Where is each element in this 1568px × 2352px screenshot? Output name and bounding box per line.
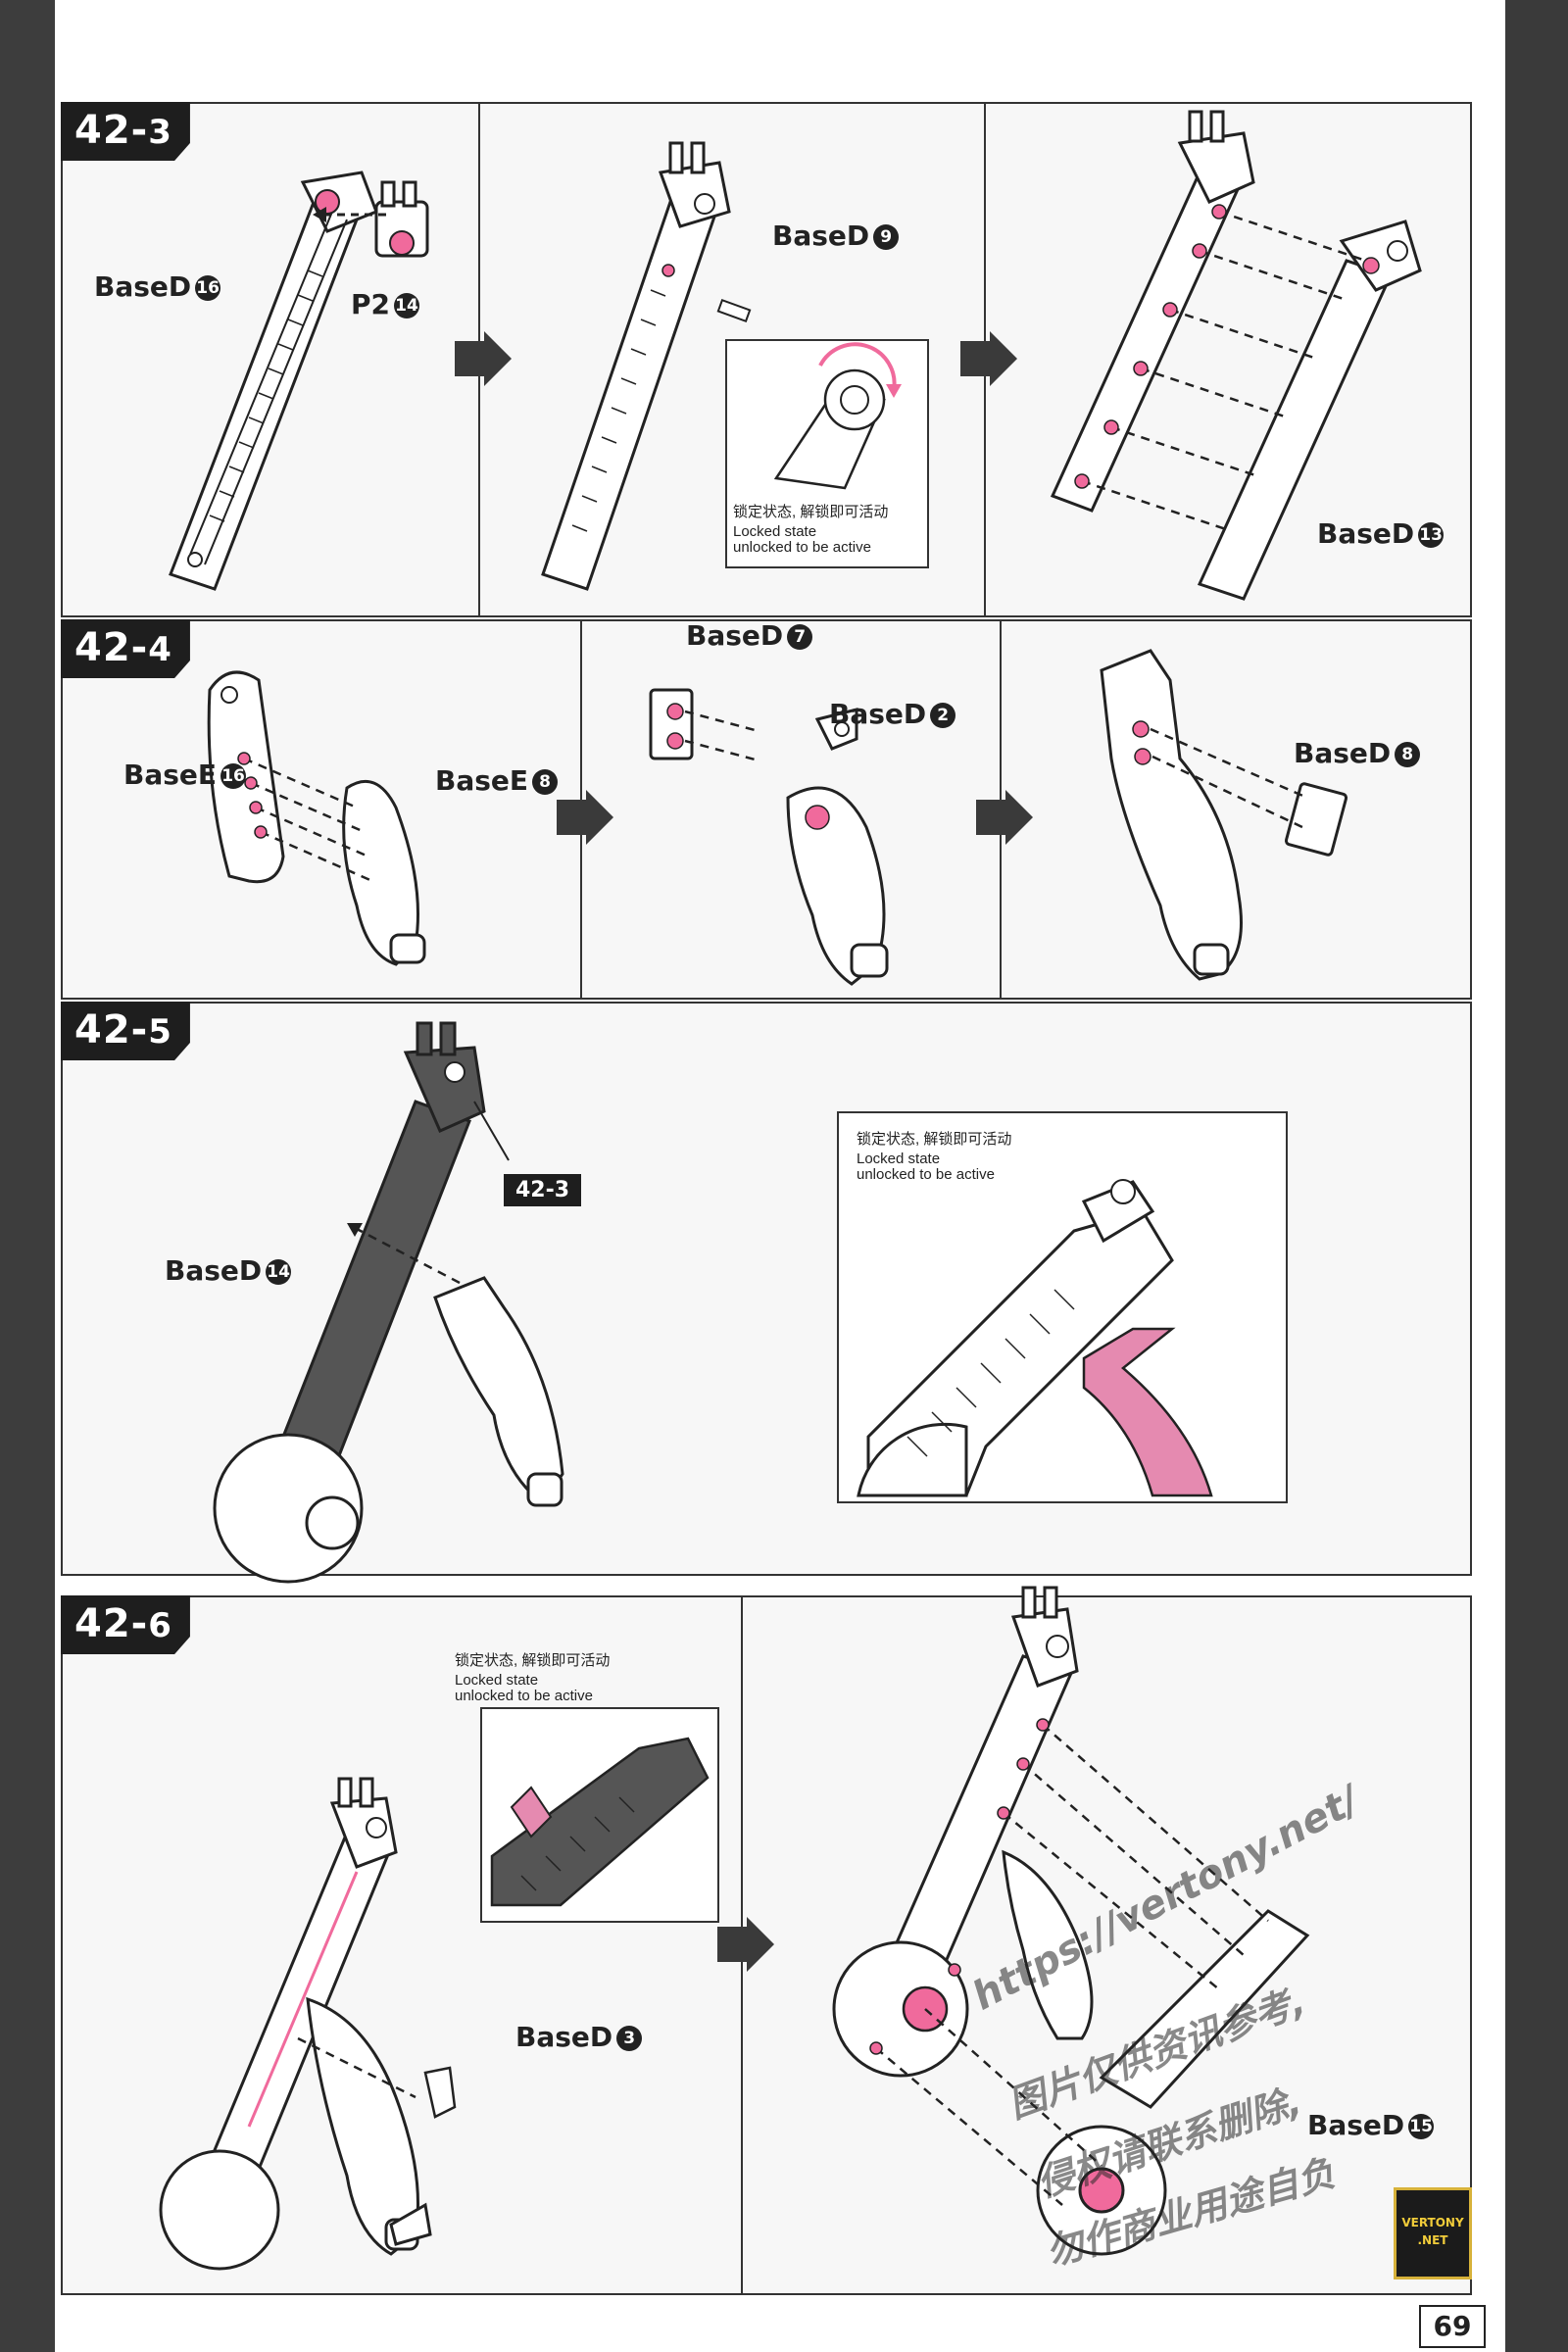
step-number: 42-6 [61, 1595, 190, 1654]
locked-note-cn: 锁定状态, 解锁即可活动 [857, 1131, 1012, 1148]
locked-note-en: unlocked to be active [733, 539, 871, 556]
locked-note-cn: 锁定状态, 解锁即可活动 [455, 1652, 611, 1669]
p2-part-illustration [374, 180, 429, 258]
dark-rail-assembly-illustration [213, 1021, 564, 1584]
locked-note-en: Locked state [857, 1151, 941, 1167]
grip-with-cap-illustration [1100, 649, 1348, 981]
step-number: 42-3 [61, 102, 190, 161]
next-step-arrow [455, 331, 514, 391]
locked-note-cn: 锁定状态, 解锁即可活动 [733, 504, 889, 520]
next-step-arrow [717, 1917, 776, 1977]
locked-note-en: Locked state [455, 1672, 539, 1689]
page-number: 69 [1419, 2305, 1486, 2348]
rail-part-illustration [169, 171, 378, 591]
locked-note-en: unlocked to be active [455, 1688, 593, 1704]
next-step-arrow [557, 790, 615, 850]
page-left-edge [0, 0, 55, 2352]
page-right-edge [1505, 0, 1568, 2352]
brand-logo: VERTONY .NET [1394, 2187, 1472, 2279]
reference-step-tag: 42-3 [504, 1174, 582, 1206]
next-step-arrow [976, 790, 1035, 850]
locked-note-en: Locked state [733, 523, 817, 540]
assembly-arrow-dashed [313, 207, 386, 222]
dark-lock-detail-illustration [490, 1737, 710, 1907]
side-frame-part-illustration [207, 670, 426, 966]
locked-note-en: unlocked to be active [857, 1166, 995, 1183]
rail-pair-illustration [1050, 110, 1422, 601]
locked-state-inset [480, 1707, 719, 1923]
locked-state-inset: 锁定状态, 解锁即可活动 Locked state unlocked to be… [725, 339, 929, 568]
joint-detail-illustration [773, 342, 902, 490]
next-step-arrow [960, 331, 1019, 391]
gun-with-wheel-illustration [832, 1586, 1310, 2256]
lock-detail-illustration [857, 1179, 1213, 1497]
gun-frame-illustration [159, 1777, 457, 2271]
grip-assembly-illustration [649, 688, 889, 986]
rail-with-pin-illustration [541, 141, 752, 591]
step-number: 42-4 [61, 619, 190, 678]
step-number: 42-5 [61, 1002, 190, 1060]
step-panel-42-6: 42-6 锁定状态, 解锁即可活动 Locked state unlocked … [61, 1586, 1472, 2295]
locked-state-inset: 锁定状态, 解锁即可活动 Locked state unlocked to be… [837, 1111, 1288, 1503]
